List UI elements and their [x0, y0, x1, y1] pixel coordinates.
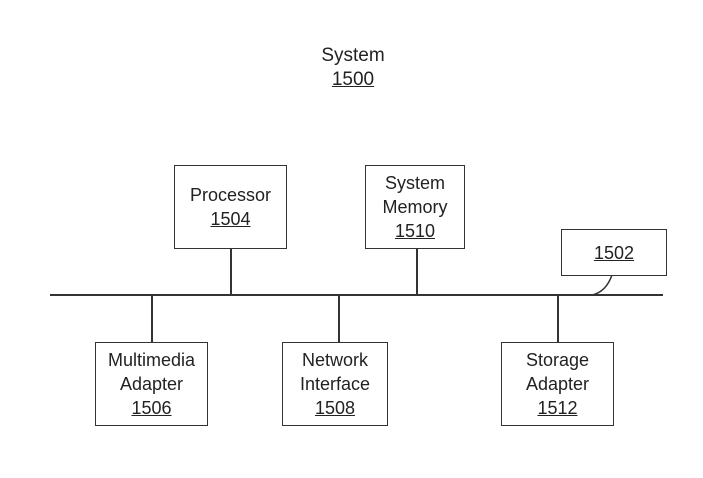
diagram-title: System 1500: [300, 44, 406, 92]
multimedia-adapter-box: Multimedia Adapter 1506: [95, 342, 208, 426]
multimedia-connector: [151, 295, 153, 342]
processor-ref: 1504: [210, 209, 251, 229]
network-interface-label-1: Network: [301, 350, 368, 370]
storage-connector: [557, 295, 559, 342]
title-name: System: [321, 45, 385, 66]
bus-ref: 1502: [593, 242, 635, 263]
storage-adapter-label-2: Adapter: [525, 374, 590, 394]
network-interface-label-2: Interface: [299, 374, 371, 394]
system-bus: [50, 294, 663, 296]
bus-leader-line: [591, 274, 613, 296]
system-memory-label-2: Memory: [382, 197, 448, 217]
network-interface-ref: 1508: [314, 398, 356, 418]
system-memory-ref: 1510: [394, 221, 436, 241]
multimedia-adapter-label-1: Multimedia: [107, 350, 196, 370]
multimedia-adapter-label-2: Adapter: [119, 374, 184, 394]
memory-connector: [416, 248, 418, 295]
bus-ref-box: 1502: [561, 229, 667, 276]
system-memory-label-1: System: [384, 173, 445, 193]
network-interface-box: Network Interface 1508: [282, 342, 388, 426]
multimedia-adapter-ref: 1506: [131, 398, 172, 418]
system-memory-box: System Memory 1510: [365, 165, 465, 249]
storage-adapter-label-1: Storage: [525, 350, 590, 370]
processor-box: Processor 1504: [174, 165, 287, 249]
storage-adapter-box: Storage Adapter 1512: [501, 342, 614, 426]
processor-connector: [230, 248, 232, 295]
title-ref: 1500: [331, 69, 375, 90]
processor-label: Processor: [189, 185, 272, 205]
storage-adapter-ref: 1512: [537, 398, 578, 418]
network-connector: [338, 295, 340, 342]
